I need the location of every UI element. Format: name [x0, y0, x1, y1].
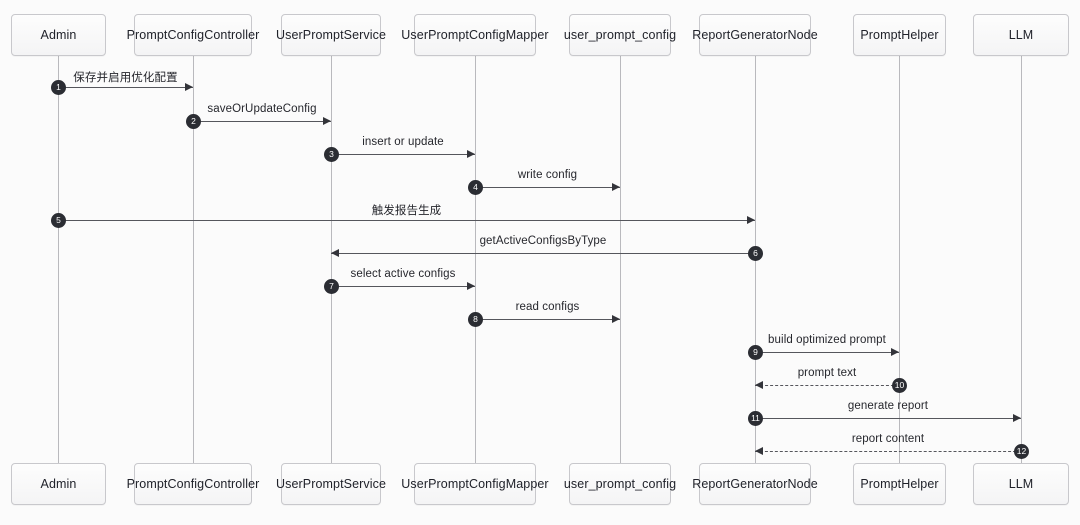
sequence-marker-11: 11	[748, 411, 763, 426]
message-line-1	[58, 87, 193, 88]
footer-participant-controller[interactable]: PromptConfigController	[127, 463, 259, 505]
footer-participant-table[interactable]: user_prompt_config	[564, 463, 676, 505]
message-label-6: getActiveConfigsByType	[479, 235, 607, 247]
arrowhead-icon-1	[185, 83, 193, 91]
message-line-8	[475, 319, 620, 320]
sequence-marker-1: 1	[51, 80, 66, 95]
message-line-10	[755, 385, 899, 386]
arrowhead-icon-5	[747, 216, 755, 224]
message-label-1: 保存并启用优化配置	[73, 72, 178, 84]
message-label-7: select active configs	[350, 268, 456, 280]
footer-participant-prompthelper[interactable]: PromptHelper	[853, 463, 946, 505]
message-line-4	[475, 187, 620, 188]
sequence-marker-7: 7	[324, 279, 339, 294]
footer-participant-reportnode[interactable]: ReportGeneratorNode	[692, 463, 818, 505]
message-label-4: write config	[517, 169, 578, 181]
footer-participant-llm[interactable]: LLM	[973, 463, 1069, 505]
lifeline-prompthelper	[899, 56, 900, 463]
message-label-10: prompt text	[797, 367, 857, 379]
arrowhead-icon-9	[891, 348, 899, 356]
message-line-5	[58, 220, 755, 221]
footer-participant-mapper[interactable]: UserPromptConfigMapper	[401, 463, 549, 505]
header-participant-mapper[interactable]: UserPromptConfigMapper	[401, 14, 549, 56]
message-line-7	[331, 286, 475, 287]
sequence-marker-6: 6	[748, 246, 763, 261]
lifeline-service	[331, 56, 332, 463]
message-label-3: insert or update	[362, 136, 444, 148]
message-label-5: 触发报告生成	[371, 205, 442, 217]
footer-participant-service[interactable]: UserPromptService	[276, 463, 386, 505]
sequence-marker-10: 10	[892, 378, 907, 393]
arrowhead-icon-2	[323, 117, 331, 125]
arrowhead-icon-8	[612, 315, 620, 323]
message-line-6	[331, 253, 755, 254]
sequence-marker-4: 4	[468, 180, 483, 195]
sequence-marker-12: 12	[1014, 444, 1029, 459]
arrowhead-icon-3	[467, 150, 475, 158]
message-line-3	[331, 154, 475, 155]
message-line-2	[193, 121, 331, 122]
message-label-2: saveOrUpdateConfig	[207, 103, 317, 115]
message-label-11: generate report	[847, 400, 929, 412]
header-participant-admin[interactable]: Admin	[11, 14, 106, 56]
footer-participant-admin[interactable]: Admin	[11, 463, 106, 505]
sequence-marker-8: 8	[468, 312, 483, 327]
lifeline-mapper	[475, 56, 476, 463]
header-participant-service[interactable]: UserPromptService	[276, 14, 386, 56]
message-label-12: report content	[851, 433, 925, 445]
header-participant-llm[interactable]: LLM	[973, 14, 1069, 56]
arrowhead-icon-7	[467, 282, 475, 290]
arrowhead-icon-11	[1013, 414, 1021, 422]
header-participant-prompthelper[interactable]: PromptHelper	[853, 14, 946, 56]
message-line-9	[755, 352, 899, 353]
lifeline-table	[620, 56, 621, 463]
header-participant-reportnode[interactable]: ReportGeneratorNode	[692, 14, 818, 56]
sequence-marker-5: 5	[51, 213, 66, 228]
sequence-marker-2: 2	[186, 114, 201, 129]
arrowhead-icon-6	[331, 249, 339, 257]
sequence-marker-9: 9	[748, 345, 763, 360]
arrowhead-icon-10	[755, 381, 763, 389]
lifeline-llm	[1021, 56, 1022, 463]
header-participant-controller[interactable]: PromptConfigController	[127, 14, 259, 56]
arrowhead-icon-4	[612, 183, 620, 191]
sequence-marker-3: 3	[324, 147, 339, 162]
arrowhead-icon-12	[755, 447, 763, 455]
message-line-12	[755, 451, 1021, 452]
header-participant-table[interactable]: user_prompt_config	[564, 14, 676, 56]
lifeline-controller	[193, 56, 194, 463]
message-label-9: build optimized prompt	[768, 334, 886, 346]
message-line-11	[755, 418, 1021, 419]
message-label-8: read configs	[515, 301, 580, 313]
lifeline-admin	[58, 56, 59, 463]
